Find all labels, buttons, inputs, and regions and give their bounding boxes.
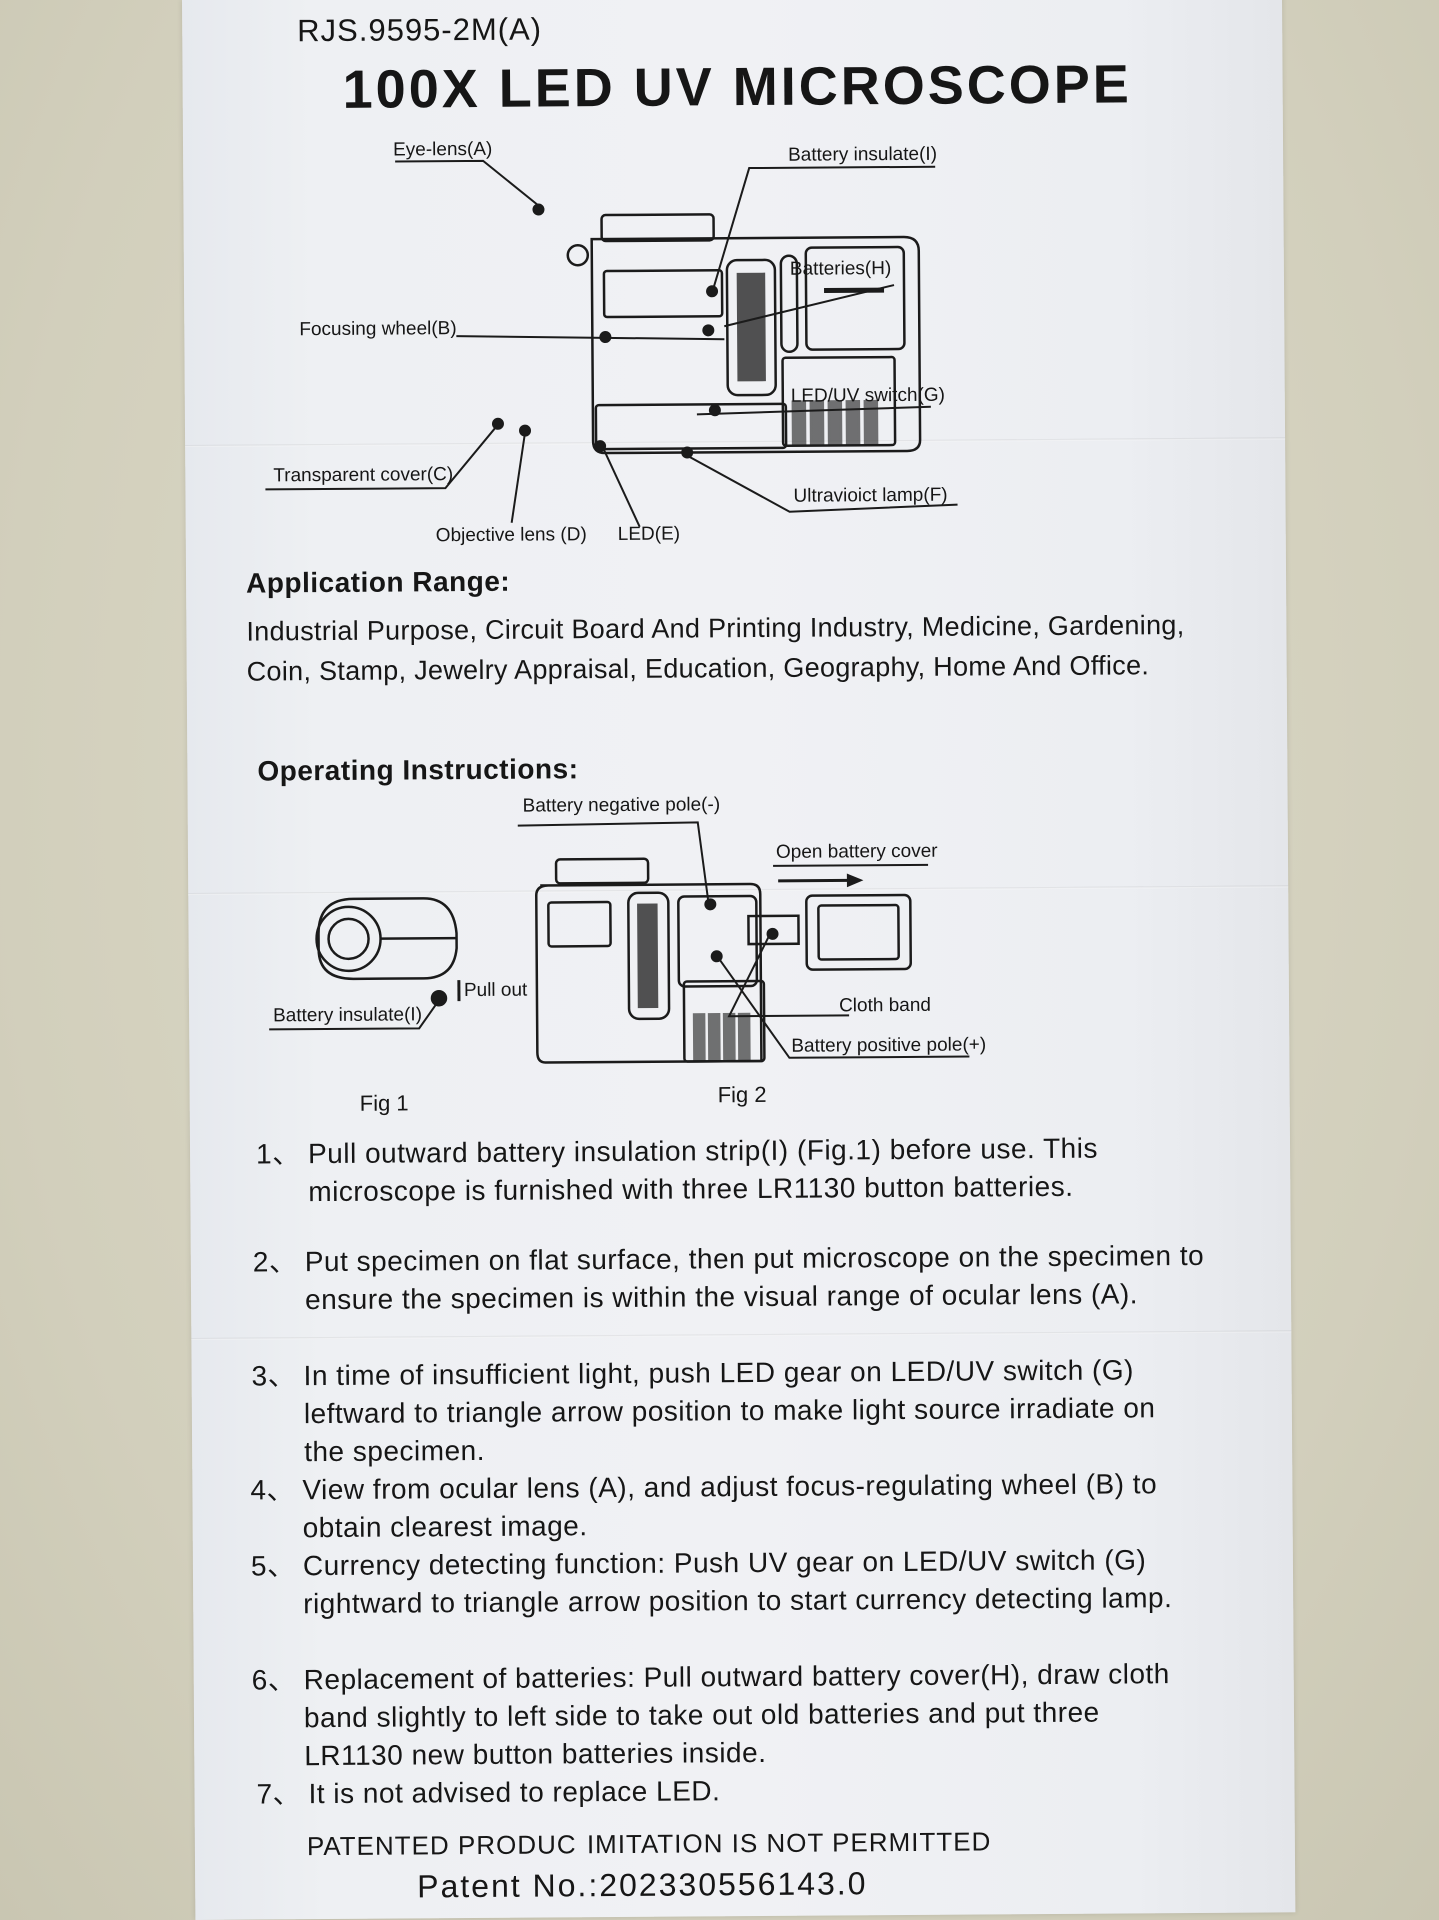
label-cloth-band: Cloth band xyxy=(838,994,932,1017)
fig2-caption: Fig 2 xyxy=(717,1081,767,1108)
fold-line xyxy=(191,1330,1292,1340)
switch-panel xyxy=(781,355,897,448)
switch-bar xyxy=(827,400,843,445)
step-text: Currency detecting function: Push UV gea… xyxy=(302,1544,1173,1620)
step-number: 5、 xyxy=(250,1550,296,1582)
switch-bar xyxy=(863,399,879,445)
microscope-diagram xyxy=(265,159,958,528)
step-3: 3、 In time of insufficient light, push L… xyxy=(252,1351,1204,1471)
step-4: 4、 View from ocular lens (A), and adjust… xyxy=(250,1465,1203,1547)
step-5: 5、 Currency detecting function: Push UV … xyxy=(251,1541,1204,1623)
step-number: 4、 xyxy=(250,1474,296,1506)
leader-lines xyxy=(265,159,958,528)
patent-number: Patent No.:202330556143.0 xyxy=(417,1865,868,1905)
fig1-drawing xyxy=(269,897,461,1031)
patented-product-text: PATENTED PRODUC xyxy=(306,1829,577,1862)
window-shape xyxy=(602,269,724,319)
focusing-wheel-shape xyxy=(725,258,777,397)
step-number: 6、 xyxy=(251,1664,297,1696)
microscope-body-drawing xyxy=(566,213,922,455)
slot-shape xyxy=(779,254,799,354)
step-number: 7、 xyxy=(256,1778,302,1810)
step-text: In time of insufficient light, push LED … xyxy=(303,1354,1156,1468)
fig2-drawing xyxy=(535,857,912,1064)
battery-diagrams xyxy=(269,821,970,1064)
fig1-caption: Fig 1 xyxy=(359,1090,409,1116)
step-number: 1、 xyxy=(255,1138,301,1170)
label-battery-positive-pole: Battery positive pole(+) xyxy=(791,1034,987,1057)
step-7: 7、 It is not advised to replace LED. xyxy=(256,1769,1208,1813)
step-1: 1、 Pull outward battery insulation strip… xyxy=(256,1129,1209,1211)
label-open-battery-cover: Open battery cover xyxy=(775,840,938,863)
step-text: It is not advised to replace LED. xyxy=(308,1775,721,1810)
label-battery-insulate-fig1: Battery insulate(I) xyxy=(273,1004,423,1027)
step-text: Pull outward battery insulation strip(I)… xyxy=(307,1132,1099,1208)
instruction-sheet: RJS.9595-2M(A) 100X LED UV MICROSCOPE xyxy=(182,0,1296,1920)
strap-loop xyxy=(566,243,590,267)
step-number: 2、 xyxy=(252,1246,298,1278)
label-pull-out: Pull out xyxy=(463,979,528,1002)
battery-compartment xyxy=(804,245,906,351)
label-battery-negative-pole: Battery negative pole(-) xyxy=(522,794,721,817)
wheel-grip xyxy=(736,272,766,382)
step-text: Replacement of batteries: Pull outward b… xyxy=(303,1658,1170,1772)
switch-bar xyxy=(809,400,825,445)
step-6: 6、 Replacement of batteries: Pull outwar… xyxy=(252,1655,1185,1775)
imitation-notice: IMITATION IS NOT PERMITTED xyxy=(586,1826,992,1860)
step-text: Put specimen on flat surface, then put m… xyxy=(304,1239,1205,1316)
switch-bar xyxy=(845,400,861,445)
step-2: 2、 Put specimen on flat surface, then pu… xyxy=(253,1237,1206,1319)
step-text: View from ocular lens (A), and adjust fo… xyxy=(302,1468,1158,1544)
fig2-leader-lines xyxy=(517,821,970,1059)
eye-lens-shape xyxy=(600,213,715,243)
step-number: 3、 xyxy=(251,1360,297,1392)
